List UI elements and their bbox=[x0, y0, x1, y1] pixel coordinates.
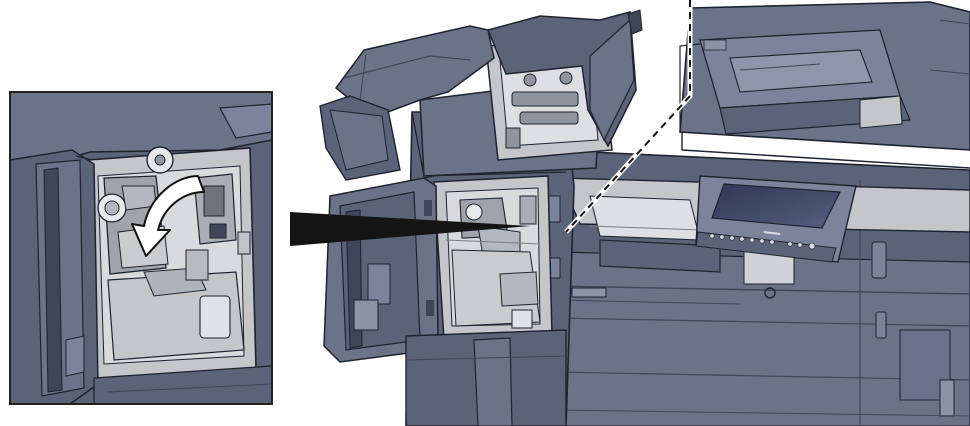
finisher-base bbox=[405, 329, 567, 426]
curved-arrow-icon bbox=[131, 175, 205, 257]
document-feeder bbox=[679, 1, 970, 169]
control-panel bbox=[695, 175, 857, 263]
finisher-front-door bbox=[323, 175, 439, 363]
panel-button-row bbox=[709, 233, 816, 250]
dashed-leader-line bbox=[565, 0, 691, 233]
detail-inset bbox=[9, 91, 273, 405]
finisher-interior bbox=[433, 175, 553, 341]
finisher-top-mechanism bbox=[505, 71, 579, 149]
pointer-wedge-icon bbox=[290, 212, 530, 246]
